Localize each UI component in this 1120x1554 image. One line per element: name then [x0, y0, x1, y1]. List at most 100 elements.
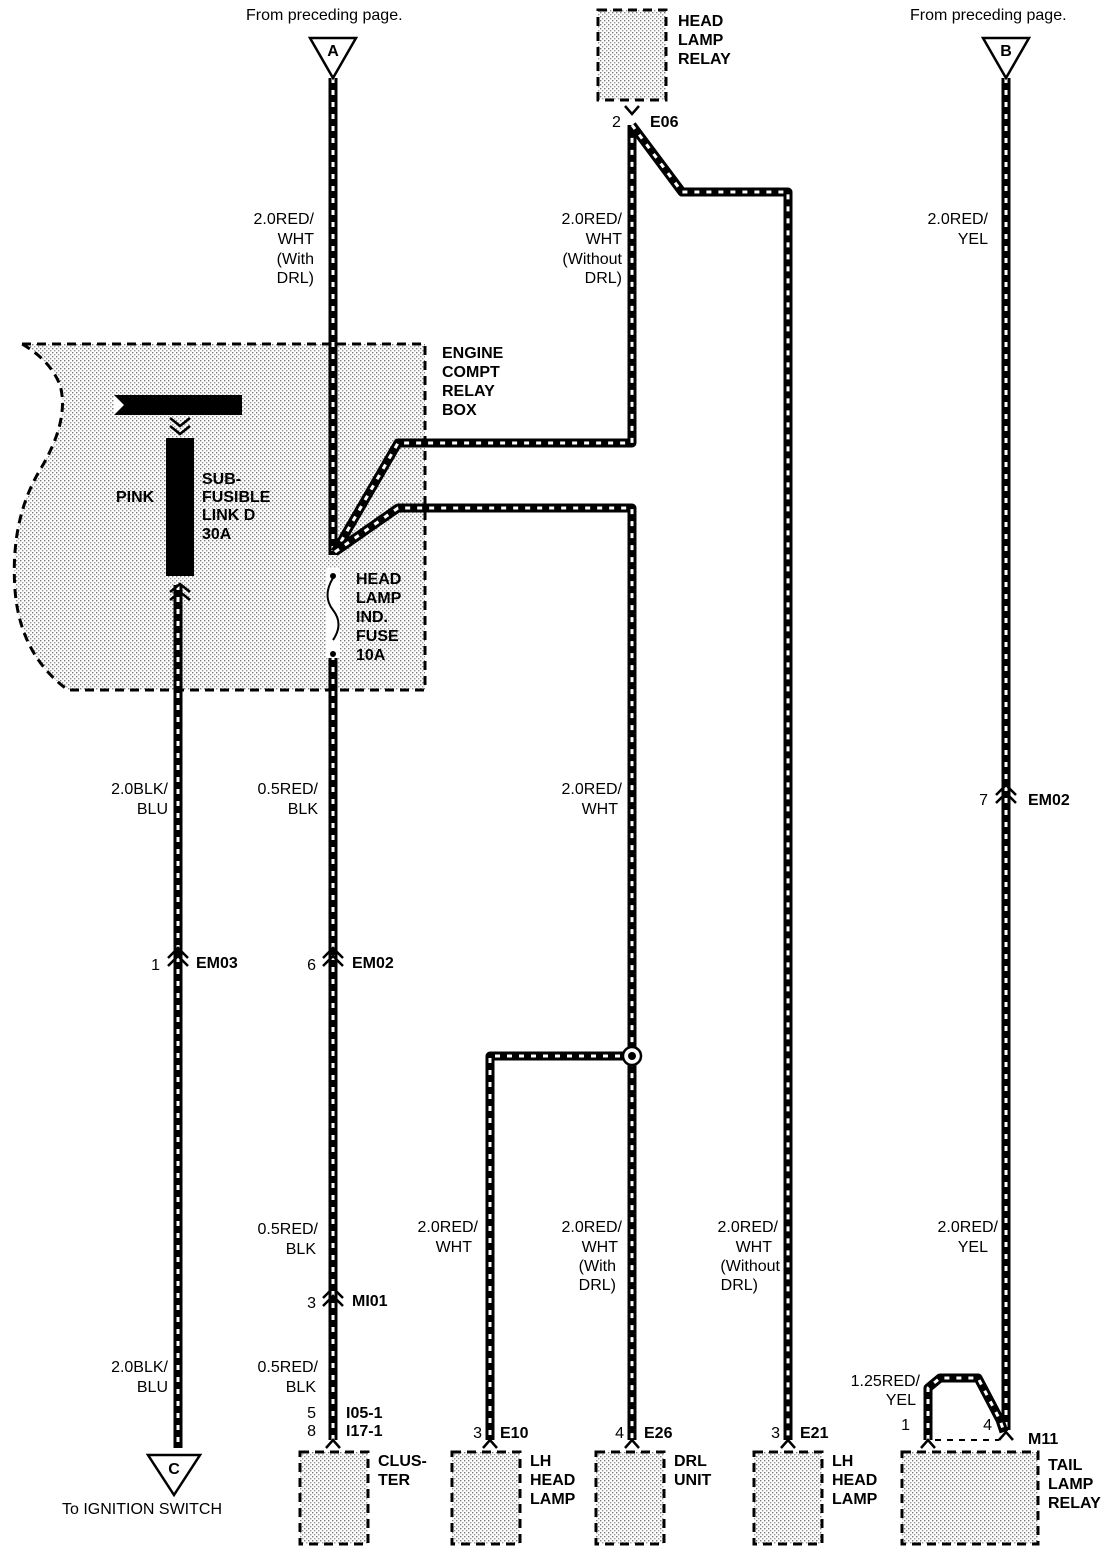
em03-name: EM03 — [196, 955, 238, 972]
e21-pin: 3 — [771, 1425, 780, 1442]
e06-pin: 2 — [612, 114, 621, 131]
e26-pin: 4 — [615, 1425, 624, 1442]
wire-e26-label-2: WHT — [582, 1239, 619, 1256]
wire-e21-label-1: 2.0RED/ — [718, 1219, 779, 1236]
cluster-label-2: TER — [378, 1472, 410, 1489]
pink-label: PINK — [116, 489, 155, 506]
splice-junction — [621, 1045, 643, 1067]
drl-unit-label-2: UNIT — [674, 1472, 712, 1489]
lh-head-lamp-1-label-2: HEAD — [530, 1472, 575, 1489]
from-preceding-page-left: From preceding page. — [246, 7, 403, 24]
em02-left-name: EM02 — [352, 955, 394, 972]
wire-mid-red-wht-1: 2.0RED/ — [562, 781, 623, 798]
wire-e26-label-3: (With — [579, 1258, 616, 1275]
wire-mid-red-wht-2: WHT — [582, 801, 619, 818]
hl-fuse-label-4: FUSE — [356, 628, 399, 645]
wire-e10-label-2: WHT — [436, 1239, 473, 1256]
wire-blk-lower-2: BLU — [137, 1379, 168, 1396]
em02-right-pin: 7 — [979, 792, 988, 809]
drl-unit-box — [594, 1450, 666, 1546]
head-lamp-relay-label-2: LAMP — [678, 32, 724, 49]
e21-name: E21 — [800, 1425, 829, 1442]
wire-b-label-1: 2.0RED/ — [928, 211, 989, 228]
offpage-c-label: C — [168, 1461, 180, 1478]
relay-box-label-3: RELAY — [442, 383, 495, 400]
wire-blk-lower-1: 2.0BLK/ — [111, 1359, 168, 1376]
offpage-b-label: B — [1000, 43, 1012, 60]
m11-pin-2: 4 — [983, 1417, 992, 1434]
offpage-a-label: A — [327, 43, 339, 60]
connector-chevrons — [167, 105, 1017, 1449]
wire-red-blk-lower-1: 0.5RED/ — [258, 1359, 319, 1376]
hl-fuse-label-1: HEAD — [356, 571, 401, 588]
mi01-pin: 3 — [307, 1295, 316, 1312]
offpage-b-triangle: B — [980, 36, 1032, 81]
wires — [173, 78, 1011, 1448]
wire-e21-label-4: DRL) — [721, 1277, 758, 1294]
e10-pin: 3 — [473, 1425, 482, 1442]
lh-head-lamp-2-label-1: LH — [832, 1453, 853, 1470]
hl-fuse-label-3: IND. — [356, 609, 388, 626]
cluster-conn-2: I17-1 — [346, 1423, 383, 1440]
wire-a-label-4: DRL) — [277, 270, 314, 287]
hl-fuse-label-5: 10A — [356, 647, 386, 664]
head-lamp-relay-label-3: RELAY — [678, 51, 731, 68]
cluster-label-1: CLUS- — [378, 1453, 427, 1470]
m11-pin-1: 1 — [901, 1417, 910, 1434]
to-ignition-switch: To IGNITION SWITCH — [62, 1501, 222, 1518]
offpage-c-triangle: C — [145, 1453, 203, 1498]
wire-red-blk-upper-1: 0.5RED/ — [258, 781, 319, 798]
wire-blk-upper-1: 2.0BLK/ — [111, 781, 168, 798]
relay-box-label-1: ENGINE — [442, 345, 504, 362]
wire-a-label-3: (With — [277, 251, 314, 268]
e06-name: E06 — [650, 114, 679, 131]
em02-left-pin: 6 — [307, 957, 316, 974]
offpage-a-triangle: A — [307, 36, 359, 81]
wire-e21-label-3: (Without — [720, 1258, 780, 1275]
cluster-pin-1: 5 — [307, 1405, 316, 1422]
head-lamp-relay-label-1: HEAD — [678, 13, 723, 30]
wire-e10-label-1: 2.0RED/ — [418, 1219, 479, 1236]
wire-m11-loop-1: 1.25RED/ — [851, 1373, 921, 1390]
lh-head-lamp-1-label-3: LAMP — [530, 1491, 576, 1508]
wire-blk-upper-2: BLU — [137, 801, 168, 818]
fusible-link-bar — [114, 395, 242, 415]
relay-box-label-4: BOX — [442, 402, 477, 419]
tail-lamp-relay-box — [900, 1450, 1040, 1546]
wire-e06-label-4: DRL) — [585, 270, 622, 287]
from-preceding-page-right: From preceding page. — [910, 7, 1067, 24]
e10-name: E10 — [500, 1425, 529, 1442]
tail-lamp-relay-label-2: LAMP — [1048, 1476, 1094, 1493]
sub-fusible-link-d — [166, 417, 194, 601]
wire-red-blk-upper-2: BLK — [288, 801, 319, 818]
m11-name: M11 — [1028, 1431, 1058, 1448]
hl-fuse-label-2: LAMP — [356, 590, 402, 607]
wire-e26-label-4: DRL) — [579, 1277, 616, 1294]
engine-compt-relay-box — [12, 342, 427, 692]
wire-b-lower-1: 2.0RED/ — [938, 1219, 999, 1236]
wire-b-label-2: YEL — [958, 231, 988, 248]
wire-e06-label-2: WHT — [586, 231, 623, 248]
wire-a-label-2: WHT — [278, 231, 315, 248]
wire-e26-label-1: 2.0RED/ — [562, 1219, 623, 1236]
head-lamp-ind-fuse — [326, 568, 340, 658]
drl-unit-label-1: DRL — [674, 1453, 707, 1470]
wire-e06-label-1: 2.0RED/ — [562, 211, 623, 228]
cluster-pin-2: 8 — [307, 1423, 316, 1440]
wire-e21-label-2: WHT — [736, 1239, 773, 1256]
tail-lamp-relay-label-1: TAIL — [1048, 1457, 1083, 1474]
wire-red-blk-mid-2: BLK — [286, 1241, 317, 1258]
wire-a-label-1: 2.0RED/ — [254, 211, 315, 228]
sub-fusible-label-1: SUB- — [202, 471, 241, 488]
cluster-conn-1: I05-1 — [346, 1405, 383, 1422]
lh-head-lamp-1-label-1: LH — [530, 1453, 551, 1470]
em02-right-name: EM02 — [1028, 792, 1070, 809]
sub-fusible-label-2: FUSIBLE — [202, 489, 271, 506]
wire-red-blk-mid-1: 0.5RED/ — [258, 1221, 319, 1238]
e26-name: E26 — [644, 1425, 673, 1442]
lh-head-lamp-2-label-3: LAMP — [832, 1491, 878, 1508]
sub-fusible-label-4: 30A — [202, 526, 232, 543]
wire-e06-label-3: (Without — [562, 251, 622, 268]
lh-head-lamp-2-box — [752, 1450, 824, 1546]
